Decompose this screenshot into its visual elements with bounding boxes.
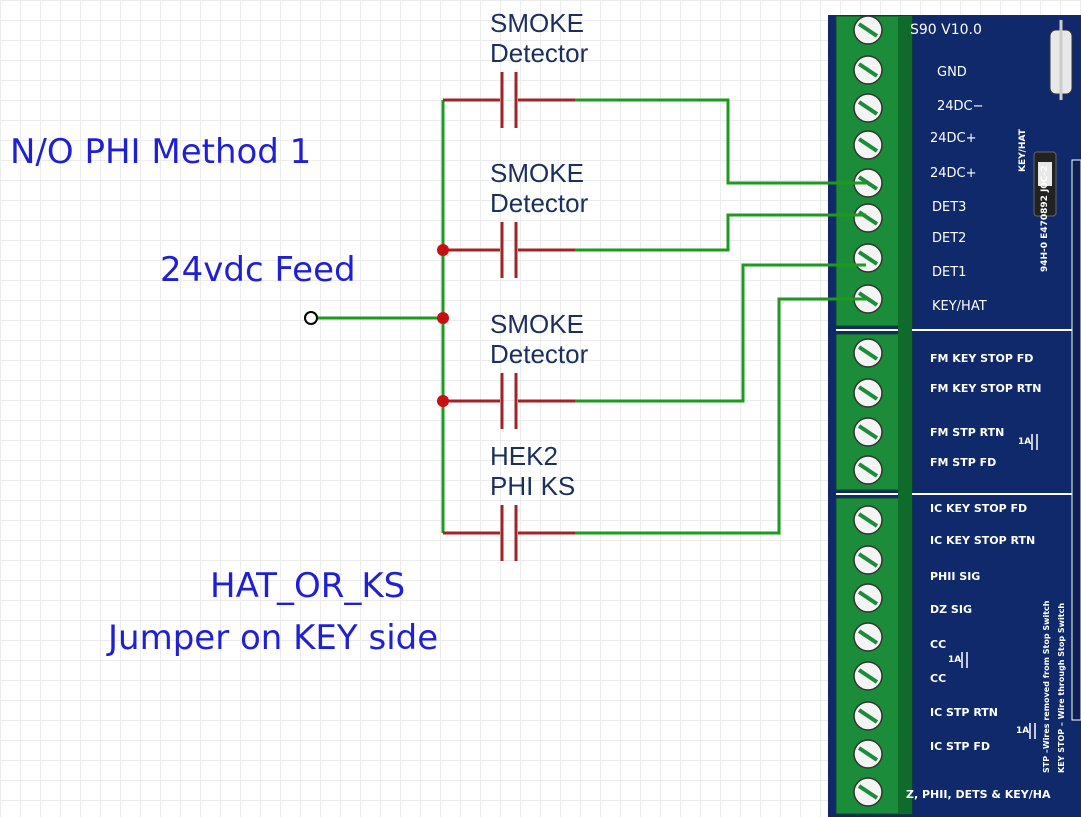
- wire-det1-to-24dc: [575, 98, 866, 185]
- device-1-label-2: Detector: [490, 38, 589, 68]
- terminal-label-fm-stp-fd: FM STP FD: [930, 456, 997, 469]
- jumper-cap: [1038, 162, 1052, 186]
- terminal-screw-3: [853, 93, 883, 123]
- terminal-label-ic-stp-fd: IC STP FD: [930, 740, 990, 753]
- terminal-label-ic-key-stop-fd: IC KEY STOP FD: [930, 502, 1028, 515]
- terminal-label-keyhat: KEY/HAT: [932, 299, 987, 314]
- terminal-screw-2: [853, 55, 883, 85]
- terminal-screw-4: [853, 130, 883, 160]
- terminal-label-cc-1: CC: [930, 638, 947, 651]
- terminal-label-24dc-neg: 24DC−: [937, 99, 984, 114]
- pcb-cap-symbol-2: [961, 652, 968, 668]
- part-number-label: 94H-0 E470892 J0C-2: [1040, 165, 1050, 272]
- terminal-label-gnd: GND: [937, 65, 967, 80]
- terminal-screw-15: [853, 583, 883, 613]
- contact-symbols: [500, 72, 518, 561]
- terminal-label-det2: DET2: [932, 231, 967, 246]
- green-wires: [317, 98, 866, 535]
- junction-nodes: [437, 244, 449, 407]
- terminal-label-24dc-pos-1: 24DC+: [930, 131, 977, 146]
- node-1: [437, 244, 449, 256]
- side-connector: [1071, 159, 1081, 721]
- terminal-label-fm-key-stop-rtn: FM KEY STOP RTN: [930, 382, 1042, 395]
- board-version: S90 V10.0: [910, 22, 982, 38]
- terminal-screw-20: [853, 777, 883, 807]
- red-leads: [443, 98, 575, 535]
- feed-label: 24vdc Feed: [160, 250, 356, 290]
- board-bottom-label: Z, PHII, DETS & KEY/HA: [906, 788, 1051, 801]
- node-2: [437, 312, 449, 324]
- wire-ks-to-keyhat: [575, 297, 866, 535]
- device-2-label-1: SMOKE: [490, 158, 584, 188]
- pcb-cap-symbol-3: [1029, 723, 1036, 739]
- terminal-screw-13: [853, 505, 883, 535]
- terminal-label-ic-key-stop-rtn: IC KEY STOP RTN: [930, 534, 1036, 547]
- feed-terminal: [304, 311, 318, 325]
- terminal-screw-1: [853, 15, 883, 45]
- terminal-screw-8: [853, 284, 883, 314]
- terminal-screw-17: [853, 661, 883, 691]
- terminal-label-24dc-pos-2: 24DC+: [930, 166, 977, 181]
- cap-label-1: 1A: [1018, 437, 1032, 447]
- terminal-label-det3: DET3: [932, 200, 967, 215]
- terminal-screw-18: [853, 701, 883, 731]
- node-3: [437, 395, 449, 407]
- terminal-label-cc-2: CC: [930, 672, 947, 685]
- terminal-label-dz-sig: DZ SIG: [930, 603, 972, 616]
- wire-det2-to-det3: [575, 213, 866, 252]
- device-4-label-1: HEK2: [490, 441, 558, 471]
- terminal-label-ic-stp-rtn: IC STP RTN: [930, 706, 998, 719]
- jumper-header-label: KEY/HAT: [1018, 129, 1028, 172]
- device-2-label-2: Detector: [490, 188, 589, 218]
- side-note-1: STP –Wires removed from Stop Switch: [1042, 600, 1051, 774]
- jumper-label-line2: Jumper on KEY side: [108, 618, 439, 658]
- cap-label-3: 1A: [1016, 726, 1030, 736]
- terminal-label-phii-sig: PHII SIG: [930, 570, 981, 583]
- terminal-screw-19: [853, 739, 883, 769]
- terminal-screw-11: [853, 417, 883, 447]
- device-4-label-2: PHI KS: [490, 471, 576, 501]
- cap-label-2: 1A: [948, 655, 962, 665]
- terminal-screw-10: [853, 378, 883, 408]
- terminal-screw-12: [853, 455, 883, 485]
- terminal-label-fm-key-stop-fd: FM KEY STOP FD: [930, 352, 1034, 365]
- diagram-title: N/O PHI Method 1: [10, 132, 312, 172]
- terminal-label-fm-stp-rtn: FM STP RTN: [930, 426, 1005, 439]
- device-1-label-1: SMOKE: [490, 8, 584, 38]
- terminal-block-ridge: [898, 16, 912, 814]
- terminal-screw-14: [853, 545, 883, 575]
- device-3-label-1: SMOKE: [490, 309, 584, 339]
- terminal-screw-7: [853, 243, 883, 273]
- terminal-screw-9: [853, 338, 883, 368]
- pcb-cap-symbol-1: [1031, 434, 1038, 450]
- wire-det3-to-det2: [575, 263, 866, 403]
- terminal-label-det1: DET1: [932, 265, 967, 280]
- side-note-2: KEY STOP – Wire through Stop Switch: [1057, 602, 1066, 773]
- jumper-label-line1: HAT_OR_KS: [210, 566, 406, 606]
- terminal-screw-16: [853, 622, 883, 652]
- device-3-label-2: Detector: [490, 339, 589, 369]
- terminal-screw-6: [853, 203, 883, 233]
